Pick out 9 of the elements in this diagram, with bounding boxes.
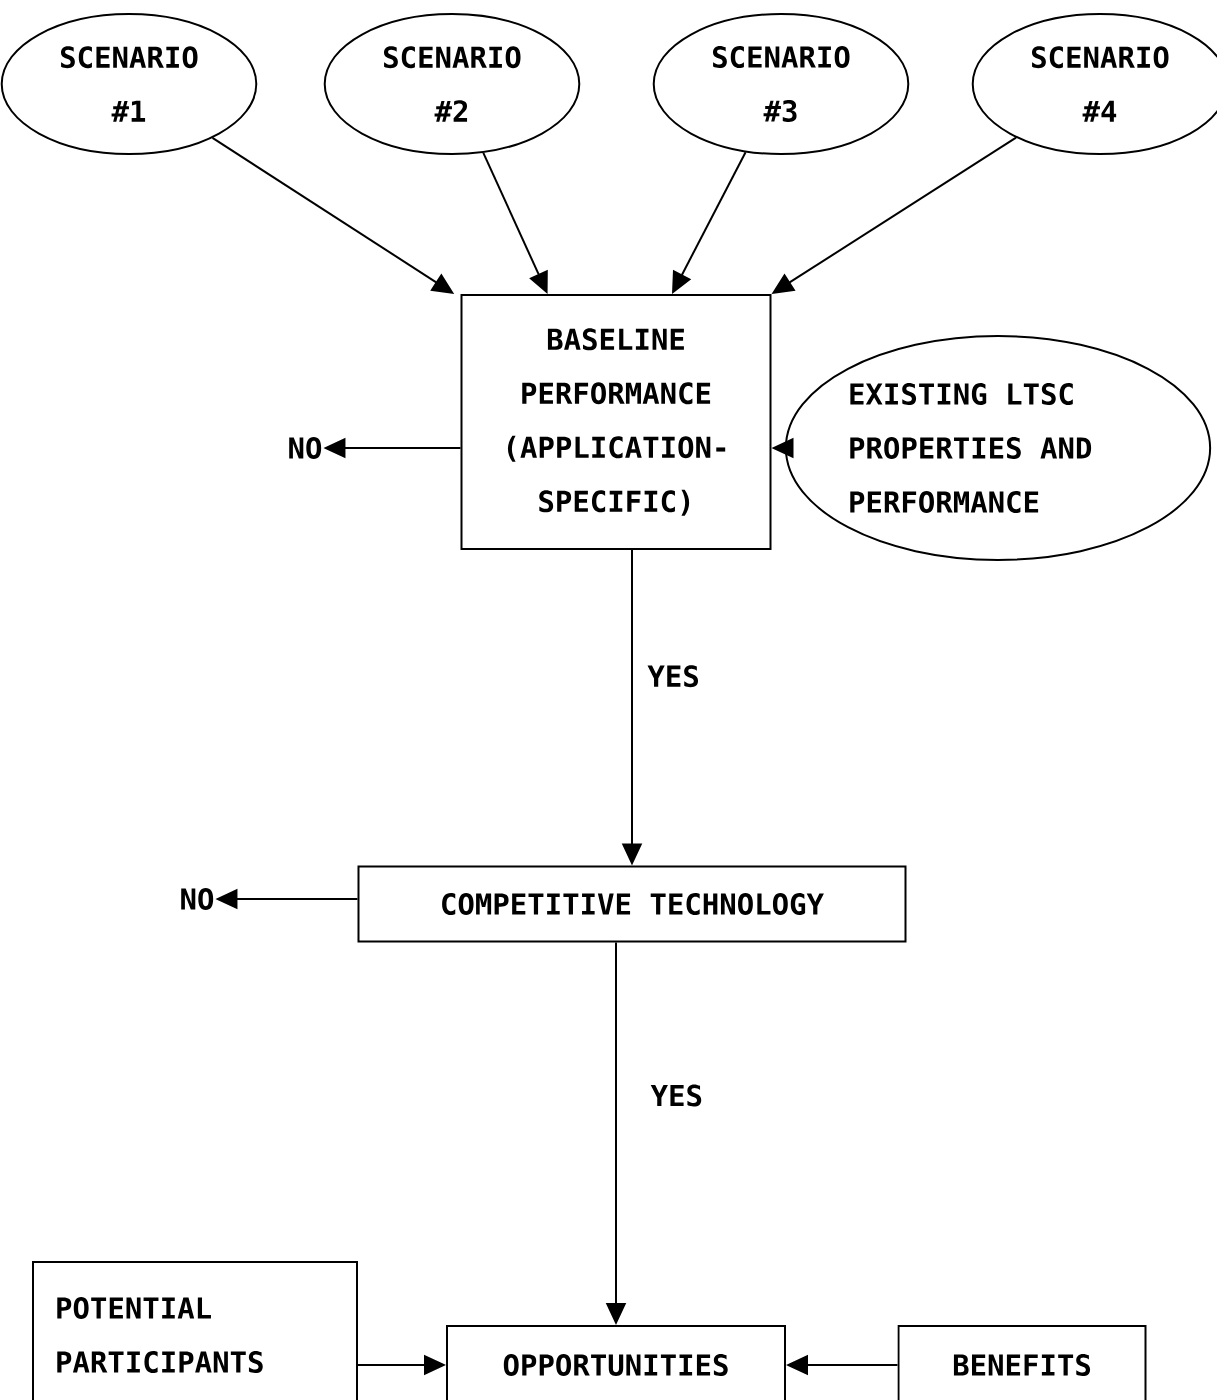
process-box: COMPETITIVE TECHNOLOGY: [357, 865, 907, 943]
input-box: BENEFITS: [897, 1325, 1147, 1400]
input-box: POTENTIAL PARTICIPANTS: [32, 1261, 358, 1400]
outcome-text: NO: [181, 888, 214, 910]
edge-label: YES: [645, 663, 702, 690]
outcome-text: NO: [289, 437, 322, 459]
process-box: BASELINE PERFORMANCE (APPLICATION-SPECIFIC): [460, 294, 772, 550]
result-box: OPPORTUNITIES: [446, 1325, 786, 1400]
edge-label: YES: [648, 1082, 705, 1109]
